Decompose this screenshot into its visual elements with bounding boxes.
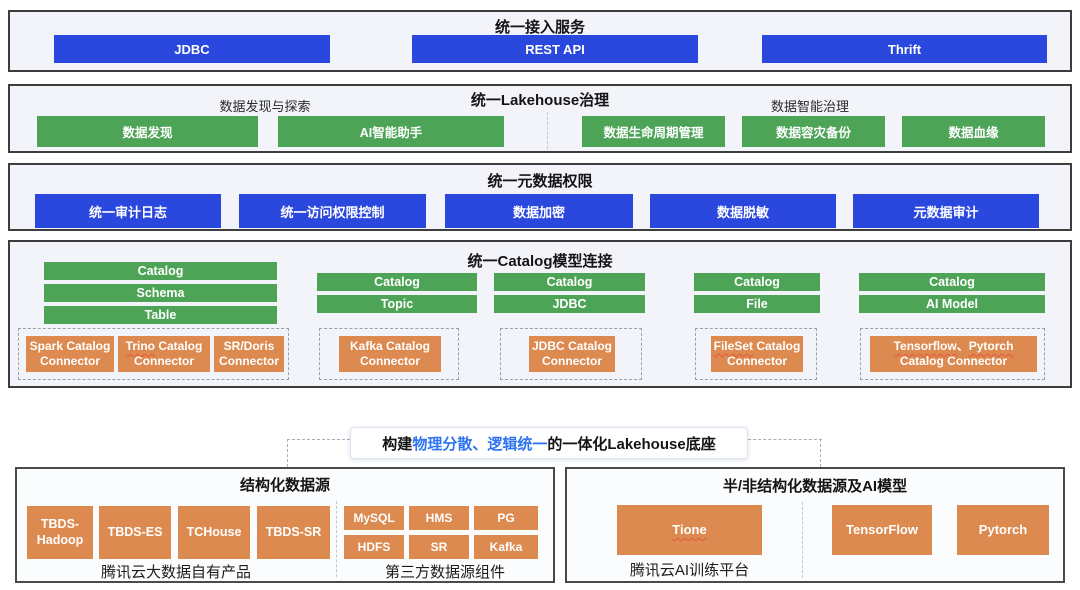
intelligence-group-subtitle: 数据智能治理 (770, 99, 849, 114)
structured-sources-title: 结构化数据源 (239, 477, 330, 494)
model-catalog-3: Catalog (494, 273, 645, 291)
block-tbds-hadoop: TBDS-Hadoop (27, 506, 93, 559)
section-access-service: 统一接入服务 JDBC REST API Thrift (8, 10, 1072, 72)
block-data-disaster-backup: 数据容灾备份 (742, 116, 885, 147)
block-pg: PG (474, 506, 538, 530)
connector-line-left-vertical (287, 439, 288, 467)
governance-divider (547, 112, 548, 149)
block-rest-api: REST API (412, 35, 698, 63)
metadata-permission-title: 统一元数据权限 (487, 173, 593, 190)
block-pytorch: Pytorch (957, 505, 1049, 555)
fileset-word: FileSet (713, 339, 753, 353)
block-tchouse: TCHouse (178, 506, 250, 559)
ai-separator: 、 (956, 339, 969, 353)
pytorch-word: Pytorch (968, 339, 1014, 353)
catalog-connection-title: 统一Catalog模型连接 (467, 253, 613, 270)
tione-word: Tione (672, 521, 707, 537)
discovery-group-subtitle: 数据发现与探索 (219, 99, 311, 114)
block-spark-connector: Spark Catalog Connector (26, 336, 114, 372)
structured-sources-divider (336, 501, 337, 577)
block-data-lifecycle: 数据生命周期管理 (582, 116, 725, 147)
connector-group-ai: Tensorflow、Pytorch Catalog Connector (860, 328, 1045, 380)
block-metadata-audit: 元数据审计 (853, 194, 1039, 228)
access-service-title: 统一接入服务 (494, 19, 585, 36)
block-data-lineage: 数据血缘 (902, 116, 1045, 147)
block-thrift: Thrift (762, 35, 1047, 63)
model-table: Table (44, 306, 277, 324)
model-topic: Topic (317, 295, 477, 313)
model-jdbc: JDBC (494, 295, 645, 313)
connector-line-right-vertical (820, 439, 821, 467)
trino-word: Trino (125, 339, 155, 353)
block-tione: Tione (617, 505, 762, 555)
fileset-rest: Catalog Connector (727, 339, 801, 368)
block-hdfs: HDFS (344, 535, 404, 559)
connector-group-engines: Spark Catalog Connector Trino Catalog Co… (18, 328, 289, 380)
section-metadata-permission: 统一元数据权限 统一审计日志 统一访问权限控制 数据加密 数据脱敏 元数据审计 (8, 163, 1072, 231)
banner-prefix: 构建 (382, 435, 413, 453)
block-jdbc-connector: JDBC Catalog Connector (529, 336, 615, 372)
block-tbds-sr: TBDS-SR (257, 506, 330, 559)
block-ai-assistant: AI智能助手 (278, 116, 504, 147)
banner-suffix: 的一体化Lakehouse底座 (547, 435, 716, 453)
block-data-encryption: 数据加密 (445, 194, 633, 228)
panel-structured-sources: 结构化数据源 TBDS-Hadoop TBDS-ES TCHouse TBDS-… (15, 467, 555, 583)
section-lakehouse-governance: 统一Lakehouse治理 数据发现与探索 数据智能治理 数据发现 AI智能助手… (8, 84, 1072, 153)
block-audit-log: 统一审计日志 (35, 194, 221, 228)
model-schema: Schema (44, 284, 277, 302)
tensorflow-word: Tensorflow (893, 339, 957, 353)
model-file: File (694, 295, 820, 313)
connector-line-left-horizontal (287, 439, 350, 440)
block-fileset-connector: FileSet Catalog Connector (711, 336, 803, 372)
model-catalog-1: Catalog (44, 262, 277, 280)
block-hms: HMS (409, 506, 469, 530)
block-tbds-es: TBDS-ES (99, 506, 171, 559)
block-sr: SR (409, 535, 469, 559)
model-catalog-2: Catalog (317, 273, 477, 291)
model-catalog-5: Catalog (859, 273, 1045, 291)
connector-group-fileset: FileSet Catalog Connector (695, 328, 817, 380)
model-catalog-4: Catalog (694, 273, 820, 291)
connector-group-kafka: Kafka Catalog Connector (319, 328, 459, 380)
connector-line-right-horizontal (748, 439, 822, 440)
block-sr-doris-connector: SR/Doris Connector (214, 336, 284, 372)
block-kafka-connector: Kafka Catalog Connector (339, 336, 441, 372)
block-mysql: MySQL (344, 506, 404, 530)
section-catalog-connection: 统一Catalog模型连接 Catalog Schema Table Spark… (8, 240, 1072, 388)
block-data-discovery: 数据发现 (37, 116, 258, 147)
unstructured-sources-title: 半/非结构化数据源及AI模型 (722, 478, 908, 495)
block-kafka: Kafka (474, 535, 538, 559)
block-access-control: 统一访问权限控制 (239, 194, 426, 228)
connector-group-jdbc: JDBC Catalog Connector (500, 328, 642, 380)
banner-lakehouse-foundation: 构建物理分散、逻辑统一的一体化Lakehouse底座 (350, 427, 748, 459)
block-tensorflow: TensorFlow (832, 505, 932, 555)
model-ai-model: AI Model (859, 295, 1045, 313)
trino-rest: Catalog Connector (134, 339, 203, 368)
lakehouse-governance-title: 统一Lakehouse治理 (470, 92, 610, 109)
tione-label: 腾讯云AI训练平台 (629, 562, 750, 579)
banner-highlight: 物理分散、逻辑统一 (412, 435, 548, 453)
panel-unstructured-sources: 半/非结构化数据源及AI模型 Tione 腾讯云AI训练平台 TensorFlo… (565, 467, 1065, 583)
third-party-label: 第三方数据源组件 (384, 564, 505, 581)
block-data-masking: 数据脱敏 (650, 194, 836, 228)
ai-rest: Catalog Connector (899, 354, 1008, 368)
unstructured-sources-divider (802, 502, 803, 578)
block-jdbc: JDBC (54, 35, 330, 63)
block-ai-connector: Tensorflow、Pytorch Catalog Connector (870, 336, 1037, 372)
own-products-label: 腾讯云大数据自有产品 (100, 564, 251, 581)
block-trino-connector: Trino Catalog Connector (118, 336, 210, 372)
